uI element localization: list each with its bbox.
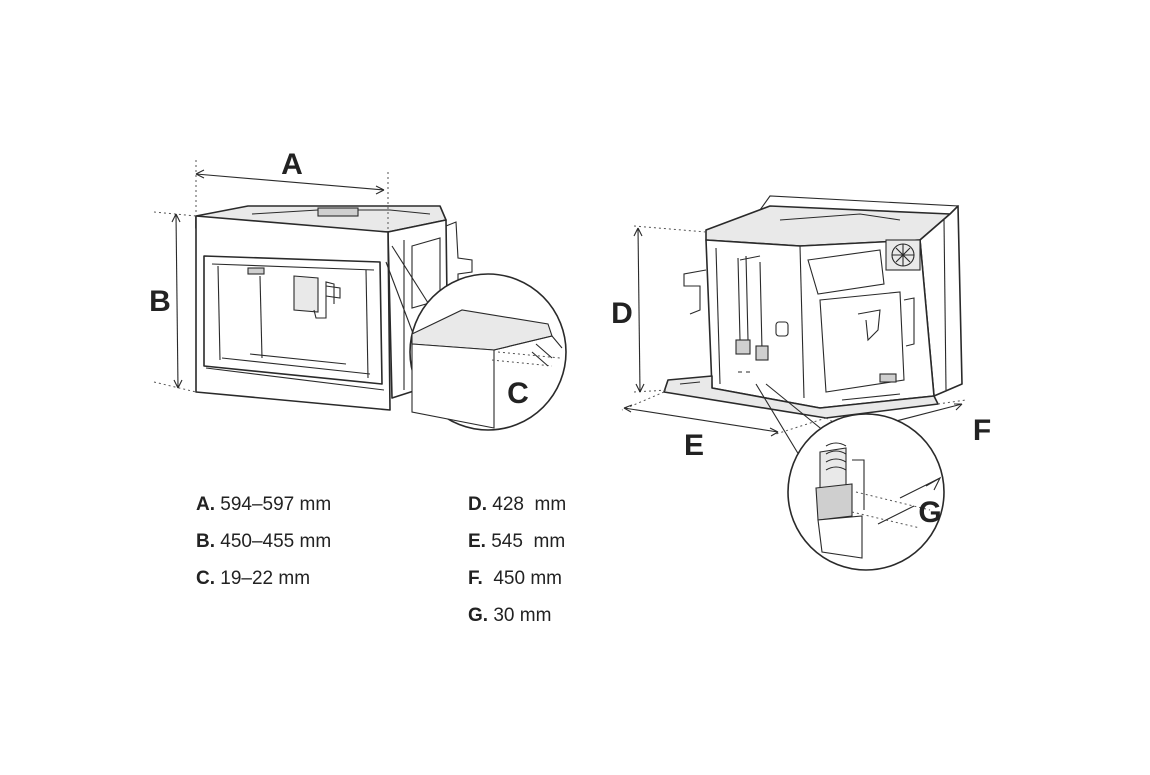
label-a: A [281, 148, 303, 181]
rear-view-drawing [621, 195, 967, 571]
label-c: C [507, 377, 529, 410]
legend-item-b: B. 450–455 mm [196, 531, 332, 552]
legend-right: D. 428 mm E. 545 mm F. 450 mm G. 30 mm [468, 486, 566, 634]
legend-item-g: G. 30 mm [468, 605, 552, 626]
legend-item-f: F. 450 mm [468, 568, 562, 589]
label-g: G [918, 496, 941, 529]
legend-item-a: A. 594–597 mm [196, 494, 332, 515]
label-b: B [149, 285, 171, 318]
legend-left: A. 594–597 mm B. 450–455 mm C. 19–22 mm [196, 486, 331, 597]
label-e: E [684, 429, 704, 462]
legend-item-d: D. 428 mm [468, 494, 567, 515]
front-view-drawing [153, 160, 567, 431]
label-d: D [611, 297, 633, 330]
legend-item-c: C. 19–22 mm [196, 568, 311, 589]
legend-item-e: E. 545 mm [468, 531, 566, 552]
label-f: F [973, 414, 991, 447]
